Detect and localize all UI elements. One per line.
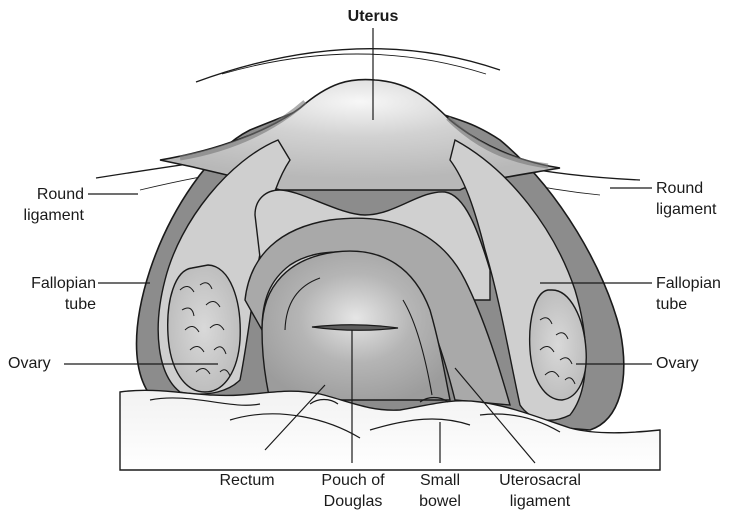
left-ovary [168, 265, 240, 392]
label-uterosacral-ligament: Uterosacral ligament [488, 470, 592, 512]
label-uterus: Uterus [335, 6, 411, 27]
label-ovary-right: Ovary [656, 353, 699, 374]
label-pouch-of-douglas: Pouch of Douglas [305, 470, 401, 512]
label-rectum: Rectum [212, 470, 282, 491]
label-small-bowel: Small bowel [405, 470, 475, 512]
label-fallopian-tube-left: Fallopian tube [4, 273, 96, 315]
label-ovary-left: Ovary [8, 353, 51, 374]
label-round-ligament-left: Round ligament [4, 184, 84, 226]
label-fallopian-tube-right: Fallopian tube [656, 273, 730, 315]
label-round-ligament-right: Round ligament [656, 178, 730, 220]
